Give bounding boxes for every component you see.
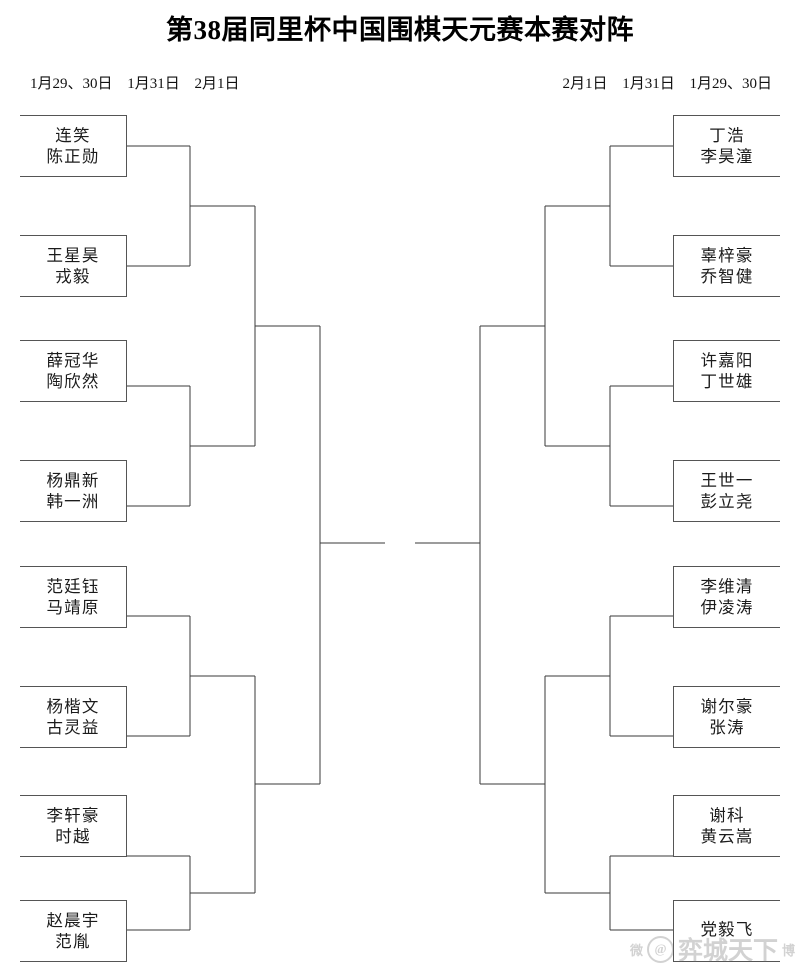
player-name: 李维清: [700, 576, 754, 596]
player-name: 李轩豪: [46, 805, 100, 825]
player-name: 王星昊: [46, 245, 100, 265]
player-name: 谢尔豪: [700, 696, 754, 716]
player-name: 马靖原: [46, 598, 100, 617]
player-name: 李昊潼: [700, 147, 754, 166]
round-label-left-3: 2月1日: [194, 76, 240, 92]
player-name: 彭立尧: [700, 492, 754, 511]
player-name: 伊凌涛: [700, 598, 754, 617]
round-label-left-1: 1月29、30日: [30, 76, 113, 92]
match-box-right-4[interactable]: 王世一 彭立尧: [673, 460, 780, 522]
player-name: 韩一洲: [46, 492, 100, 511]
player-name: 谢科: [709, 805, 745, 825]
player-name: 连笑: [55, 125, 91, 145]
match-box-left-6[interactable]: 杨楷文 古灵益: [20, 686, 127, 748]
player-name: 薛冠华: [46, 350, 100, 370]
player-name: 黄云嵩: [700, 827, 754, 846]
round-label-right-1: 2月1日: [562, 76, 608, 92]
match-box-left-7[interactable]: 李轩豪 时越: [20, 795, 127, 857]
match-box-left-3[interactable]: 薛冠华 陶欣然: [20, 340, 127, 402]
player-name: 张涛: [709, 718, 745, 737]
match-box-right-6[interactable]: 谢尔豪 张涛: [673, 686, 780, 748]
round-label-left-2: 1月31日: [127, 76, 180, 92]
player-name: 赵晨宇: [46, 910, 100, 930]
watermark-suffix: 博: [782, 942, 796, 958]
watermark-badge-icon: @: [647, 935, 675, 963]
player-name: 杨楷文: [46, 696, 100, 716]
round-labels-left: 1月29、30日 1月31日 2月1日: [30, 72, 240, 93]
round-labels-right: 2月1日 1月31日 1月29、30日: [562, 72, 772, 93]
player-name: 丁浩: [709, 125, 745, 145]
match-box-right-2[interactable]: 辜梓豪 乔智健: [673, 235, 780, 297]
player-name: 许嘉阳: [700, 350, 754, 370]
round-label-right-2: 1月31日: [622, 76, 675, 92]
match-box-right-3[interactable]: 许嘉阳 丁世雄: [673, 340, 780, 402]
match-box-right-7[interactable]: 谢科 黄云嵩: [673, 795, 780, 857]
match-box-right-1[interactable]: 丁浩 李昊潼: [673, 115, 780, 177]
player-name: 辜梓豪: [700, 245, 754, 265]
player-name: 王世一: [700, 470, 754, 490]
player-name: 党毅飞: [700, 920, 754, 940]
match-box-right-5[interactable]: 李维清 伊凌涛: [673, 566, 780, 628]
watermark-prefix: 微: [630, 942, 644, 958]
match-box-left-4[interactable]: 杨鼎新 韩一洲: [20, 460, 127, 522]
player-name: 乔智健: [700, 267, 754, 286]
match-box-right-8[interactable]: 党毅飞: [673, 900, 780, 962]
match-box-left-1[interactable]: 连笑 陈正勋: [20, 115, 127, 177]
match-box-left-2[interactable]: 王星昊 戎毅: [20, 235, 127, 297]
player-name: 杨鼎新: [46, 470, 100, 490]
player-name: 古灵益: [46, 718, 100, 737]
player-name: 陈正勋: [46, 147, 100, 166]
player-name: 范廷钰: [46, 576, 100, 596]
round-label-right-3: 1月29、30日: [689, 76, 772, 92]
match-box-left-8[interactable]: 赵晨宇 范胤: [20, 900, 127, 962]
player-name: 范胤: [55, 932, 91, 951]
player-name: 时越: [55, 827, 91, 846]
page-title: 第38届同里杯中国围棋天元赛本赛对阵: [166, 15, 634, 45]
player-name: 陶欣然: [46, 372, 100, 391]
player-name: 戎毅: [55, 267, 91, 286]
match-box-left-5[interactable]: 范廷钰 马靖原: [20, 566, 127, 628]
player-name: 丁世雄: [700, 372, 754, 391]
